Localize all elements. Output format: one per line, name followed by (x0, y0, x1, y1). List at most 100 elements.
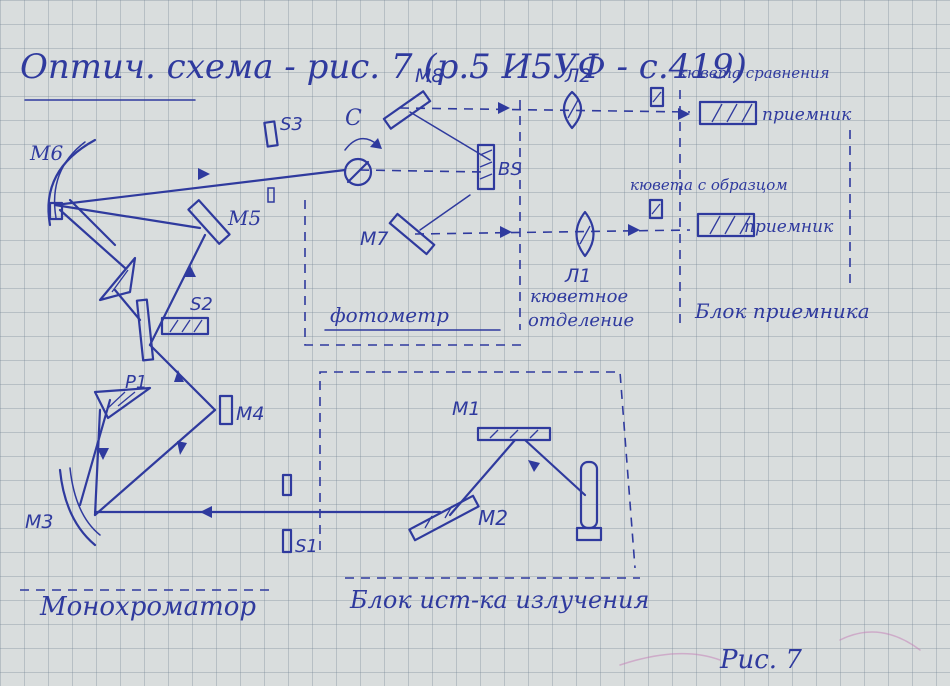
hatch-line (579, 225, 591, 245)
prism-1 (98, 256, 137, 302)
hatch-line (107, 391, 126, 409)
beam-m4-to-m3 (93, 408, 217, 517)
arrow-head (200, 506, 212, 518)
arrow-head (198, 168, 210, 180)
label-receiver-top: приемник (762, 105, 852, 125)
label-m5: М5 (227, 206, 261, 230)
hatch-line (169, 319, 179, 333)
label-cuvette-compare: кювета сравнения (678, 64, 830, 82)
receiver-bottom (696, 212, 756, 238)
label-cuvette-section-2: отделение (528, 310, 634, 331)
chopper-c (343, 157, 373, 187)
lens-l1 (575, 210, 595, 258)
slit-s1-lower (281, 528, 293, 554)
hatch-line (479, 161, 493, 168)
filter-s2 (160, 316, 210, 336)
beam-s2-to-m4 (148, 343, 217, 412)
mirror-m2 (408, 494, 480, 542)
label-c: С (345, 106, 362, 131)
label-s3: S3 (280, 114, 303, 135)
mirror-m3-inner (69, 467, 101, 536)
beam-c-to-bs (359, 169, 486, 173)
label-m4: М4 (236, 403, 264, 425)
label-s2: S2 (190, 294, 213, 315)
label-figure: Рис. 7 (719, 645, 802, 675)
prism-p1 (93, 386, 152, 420)
photometer-border (304, 200, 525, 346)
hatch-line (739, 215, 751, 235)
label-m8: М8 (415, 65, 443, 87)
pencil-trace (619, 652, 721, 666)
label-p1: Р1 (125, 372, 147, 393)
receiver-top (698, 100, 758, 126)
beam-upper-channel (399, 107, 691, 113)
slit-m6 (48, 201, 64, 221)
mirror-m5 (187, 199, 231, 245)
hatch-line (444, 505, 453, 519)
hatch-line (709, 215, 721, 235)
beam-m1-to-lamp (523, 438, 587, 497)
arrow-head (370, 138, 382, 149)
arrow-head (97, 448, 109, 460)
hatch-line (509, 429, 519, 439)
cuvette-compare (649, 86, 665, 108)
hatch-line (479, 149, 493, 156)
label-m3: М3 (25, 511, 53, 533)
beam-m6-to-prism-2 (68, 198, 117, 247)
chopper-blade (346, 160, 370, 184)
arrow-head (174, 370, 184, 382)
hatch-line (489, 429, 499, 439)
mirror-m7 (388, 212, 436, 256)
label-monochromator: Монохроматор (39, 592, 256, 622)
scheme-title: Оптич. схема - рис. 7 (р.5 И5УФ - с.419) (20, 47, 747, 87)
beam-s2-to-m5 (148, 233, 207, 347)
source-block-border (319, 371, 636, 569)
lens-l2 (562, 90, 583, 130)
label-cuvette-sample: кювета с образцом (630, 176, 788, 194)
label-s1: S1 (295, 536, 318, 557)
label-m6: М6 (29, 141, 63, 165)
label-m1: М1 (452, 398, 480, 420)
arrow-head (528, 460, 540, 472)
mirror-m6 (47, 138, 97, 227)
mirror-m1 (476, 426, 552, 442)
beam-m6-to-prism (58, 208, 127, 270)
label-l1: Л1 (564, 265, 591, 287)
arrow-head (628, 224, 640, 236)
cuvette-sample (648, 198, 664, 220)
label-bs: ВS (498, 159, 522, 180)
hatch-line (711, 103, 723, 123)
prism-hatch (111, 269, 129, 293)
m5-marker (267, 187, 275, 203)
hatch-line (529, 429, 539, 439)
beam-m6-to-c (53, 168, 347, 207)
arrow-head (184, 265, 196, 277)
mirror-m4 (218, 394, 234, 426)
hatch-line (741, 103, 753, 123)
label-receivers-block: Блок приемника (694, 299, 870, 323)
label-l2: Л2 (564, 65, 591, 87)
mirror-m8 (382, 90, 432, 130)
label-cuvette-section-1: кюветное (530, 286, 628, 307)
arrow-head (500, 226, 512, 238)
mirror-m3 (58, 468, 97, 547)
label-source-block: Блок ист-ка излучения (349, 586, 649, 614)
slit-s3 (263, 120, 279, 148)
hatch-line (651, 203, 661, 215)
hatch-line (652, 91, 662, 103)
slit-s2 (135, 298, 155, 362)
arrow-head (678, 108, 690, 120)
hatch-line (117, 391, 136, 407)
hatch-line (181, 319, 191, 333)
beam-splitter (476, 143, 496, 191)
beam-m7-to-bs (419, 194, 471, 231)
lamp-base (575, 526, 603, 542)
beam-m3-to-p1-2 (93, 408, 102, 517)
beam-m8-to-bs (409, 111, 491, 161)
hatch-line (479, 173, 493, 180)
beam-m3-to-p1 (78, 398, 112, 507)
label-receiver-bottom: приемник (744, 217, 834, 237)
pencil-trace (839, 631, 921, 651)
